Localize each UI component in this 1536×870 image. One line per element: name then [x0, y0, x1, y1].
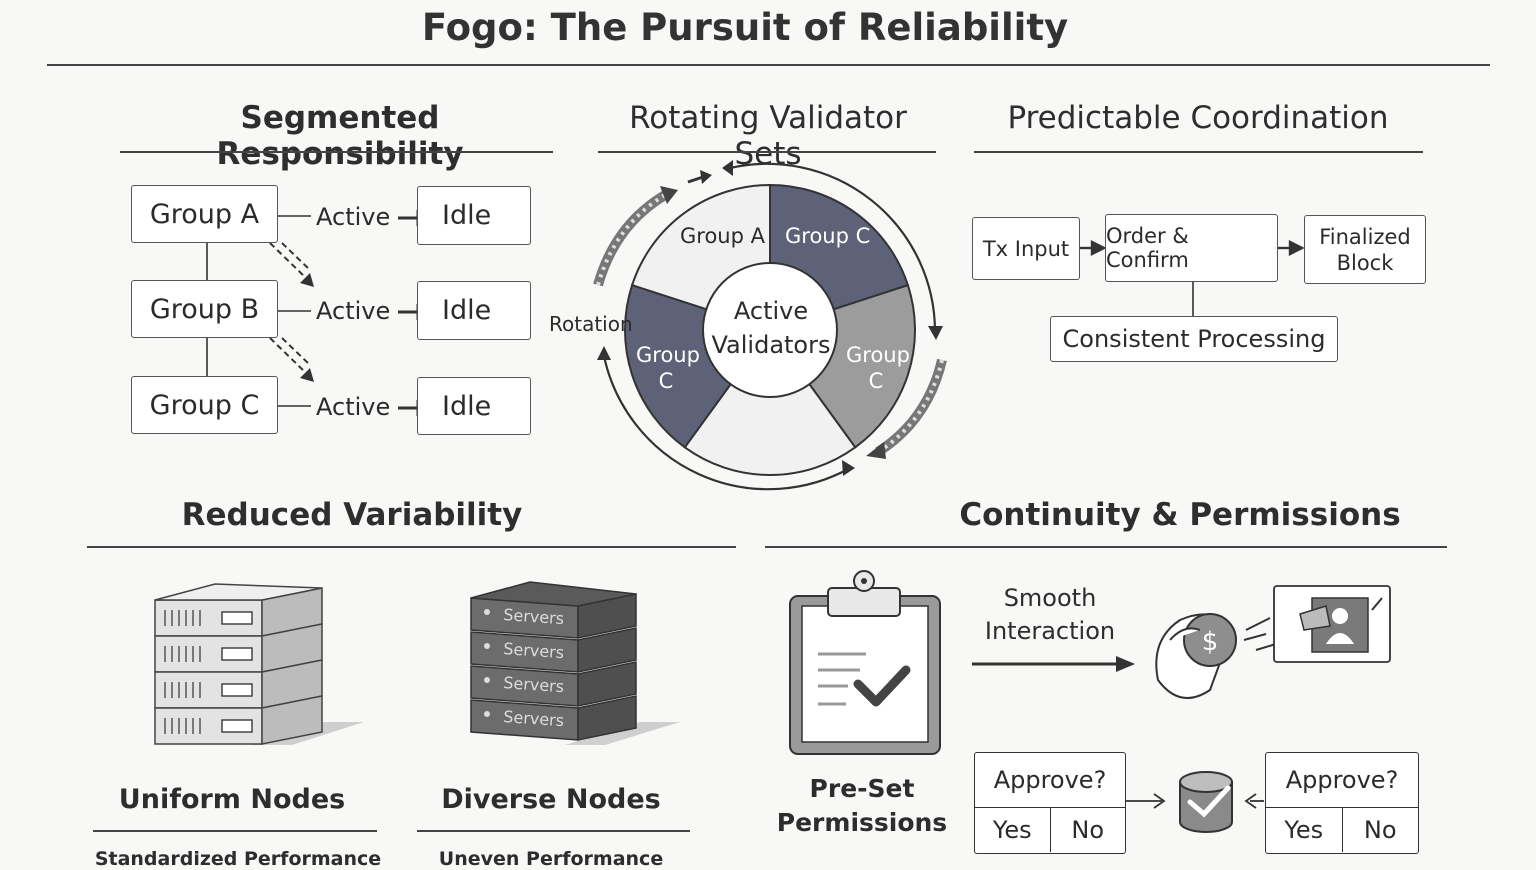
wheel-center [702, 262, 838, 398]
section-title-variability: Reduced Variability [181, 497, 523, 533]
uniform-server-drive [221, 647, 253, 661]
diverse-server-side [577, 695, 637, 741]
uniform-divider [93, 830, 377, 832]
wedge-label-left-2: C [658, 369, 674, 393]
smooth-interaction-line2: Interaction [984, 617, 1116, 645]
approve-yes-right[interactable]: Yes [1266, 808, 1343, 852]
hand-coin-icon: $ [1155, 613, 1277, 699]
diverse-server-top [470, 581, 637, 607]
wheel-center-line2: Validators [711, 331, 831, 359]
approve-no-left[interactable]: No [1071, 816, 1105, 844]
section-title-segmented: Segmented Responsibility [216, 100, 464, 172]
coordination-divider [974, 151, 1423, 153]
finalized-block-box: Finalized Block [1304, 215, 1426, 284]
rotating-divider [598, 151, 936, 153]
finalized-block-line2: Block [1336, 250, 1394, 275]
database-check-icon [1179, 771, 1233, 833]
approve-question-left: Approve? [975, 753, 1125, 808]
title-divider [47, 64, 1490, 66]
uniform-nodes-caption: Uniform Nodes [118, 784, 346, 815]
group-a-state: Active [316, 203, 391, 231]
group-b-box: Group B [131, 280, 278, 338]
wedge-label-right-2: C [868, 369, 884, 393]
diverse-server-label: Servers [503, 707, 565, 730]
preset-permissions-line1: Pre-Set [809, 774, 915, 803]
group-a-idle: Idle [417, 186, 531, 245]
rotation-label: Rotation [549, 312, 633, 336]
wedge-label-right-1: Group [846, 343, 910, 367]
wheel-center-line1: Active [733, 297, 809, 325]
group-c-idle: Idle [417, 377, 531, 435]
consistent-processing-box: Consistent Processing [1050, 316, 1338, 362]
diverse-server-side [577, 661, 637, 707]
diverse-server-led [484, 609, 490, 615]
group-c-box: Group C [131, 376, 278, 434]
uniform-server-drive [221, 611, 253, 625]
approve-no-right[interactable]: No [1363, 816, 1397, 844]
diverse-server-label: Servers [503, 639, 565, 662]
wedge-label-top-left: Group A [680, 224, 765, 248]
uniform-server-top [154, 583, 323, 601]
group-a-box: Group A [131, 185, 278, 243]
continuity-divider [765, 546, 1447, 548]
diverse-server-led [484, 677, 490, 683]
svg-text:$: $ [1202, 627, 1219, 657]
diverse-divider [417, 830, 690, 832]
uniform-server-stack [154, 583, 323, 745]
approve-dialog-left: Approve? Yes No [974, 752, 1126, 854]
group-b-idle: Idle [417, 281, 531, 340]
section-title-rotating: Rotating Validator Sets [629, 100, 907, 172]
diverse-server-side [577, 627, 637, 673]
uniform-server-drive [221, 683, 253, 697]
diverse-server-label: Servers [503, 605, 565, 628]
group-b-state: Active [316, 297, 391, 325]
approve-dialog-right: Approve? Yes No [1265, 752, 1419, 854]
approve-yes-left[interactable]: Yes [975, 808, 1051, 852]
diverse-server-led [484, 643, 490, 649]
preset-permissions-line2: Permissions [776, 808, 948, 837]
clipboard-icon [789, 570, 941, 755]
segmented-divider [120, 151, 553, 153]
diverse-server-label: Servers [503, 673, 565, 696]
uniform-server-side [261, 695, 323, 745]
diverse-server-led [484, 711, 490, 717]
section-title-continuity: Continuity & Permissions [959, 497, 1401, 533]
wedge-label-left-1: Group [636, 343, 700, 367]
user-screen-icon [1273, 585, 1391, 663]
wedge-label-top-right: Group C [785, 224, 871, 248]
group-c-state: Active [316, 393, 391, 421]
tx-input-box: Tx Input [972, 217, 1080, 280]
finalized-block-line1: Finalized [1319, 224, 1411, 249]
uniform-server-drive [221, 719, 253, 733]
variability-divider [87, 546, 736, 548]
approve-question-right: Approve? [1266, 753, 1418, 808]
page-title: Fogo: The Pursuit of Reliability [421, 6, 1069, 49]
section-title-coordination: Predictable Coordination [1007, 100, 1389, 136]
order-confirm-box: Order & Confirm [1105, 214, 1278, 282]
diverse-nodes-caption: Diverse Nodes [441, 784, 661, 815]
wedge-bottom [683, 328, 857, 476]
smooth-interaction-line1: Smooth [1003, 584, 1097, 612]
